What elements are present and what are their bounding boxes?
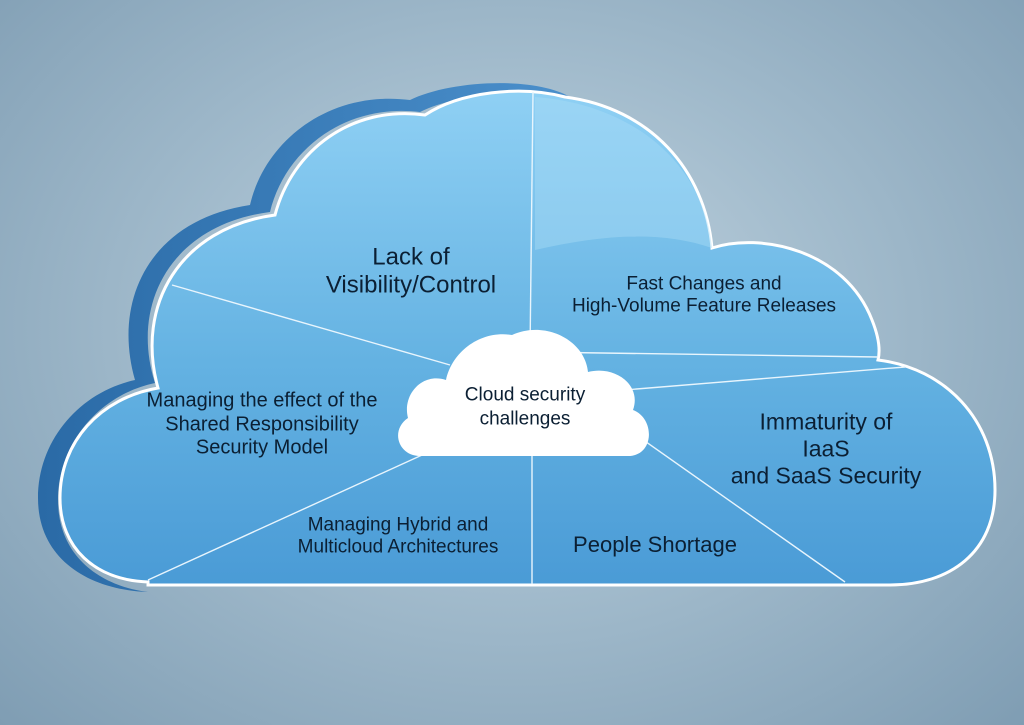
segment-hybrid-line-1: Managing Hybrid and [307,514,489,536]
segment-fast-changes-line-1: Fast Changes and [626,273,782,295]
segment-immaturity-line-2: IaaS [802,435,850,462]
segment-visibility-line-1: Lack of [372,243,450,271]
segment-visibility: Lack of Visibility/Control [326,244,496,301]
segment-people-line-1: People Shortage [573,532,737,558]
segment-shared-line-1: Managing the effect of the [146,389,378,412]
segment-fast-changes-line-2: High-Volume Feature Releases [571,296,837,317]
segment-immaturity-line-3: and SaaS Security [730,462,922,489]
segment-shared-line-2: Shared Responsibility [165,413,359,436]
center-label: Cloud security challenges [465,383,585,431]
segment-visibility-line-2: Visibility/Control [325,272,497,299]
cloud-extrusion [38,83,580,592]
center-cloud [398,329,649,456]
segment-shared-line-3: Security Model [195,436,329,459]
segment-people: People Shortage [573,532,737,558]
segment-dividers [147,91,906,584]
segment-hybrid-line-2: Multicloud Architectures [297,537,499,558]
segment-hybrid: Managing Hybrid and Multicloud Architect… [298,515,499,560]
segment-immaturity-line-1: Immaturity of [759,408,893,435]
center-label-line-1: Cloud security [464,384,586,406]
segment-fast-changes: Fast Changes and High-Volume Feature Rel… [572,274,836,319]
center-label-line-2: challenges [479,408,571,429]
cloud-highlight [535,97,712,250]
segment-immaturity: Immaturity of IaaS and SaaS Security [731,408,922,489]
segment-shared-responsibility: Managing the effect of the Shared Respon… [147,390,378,461]
